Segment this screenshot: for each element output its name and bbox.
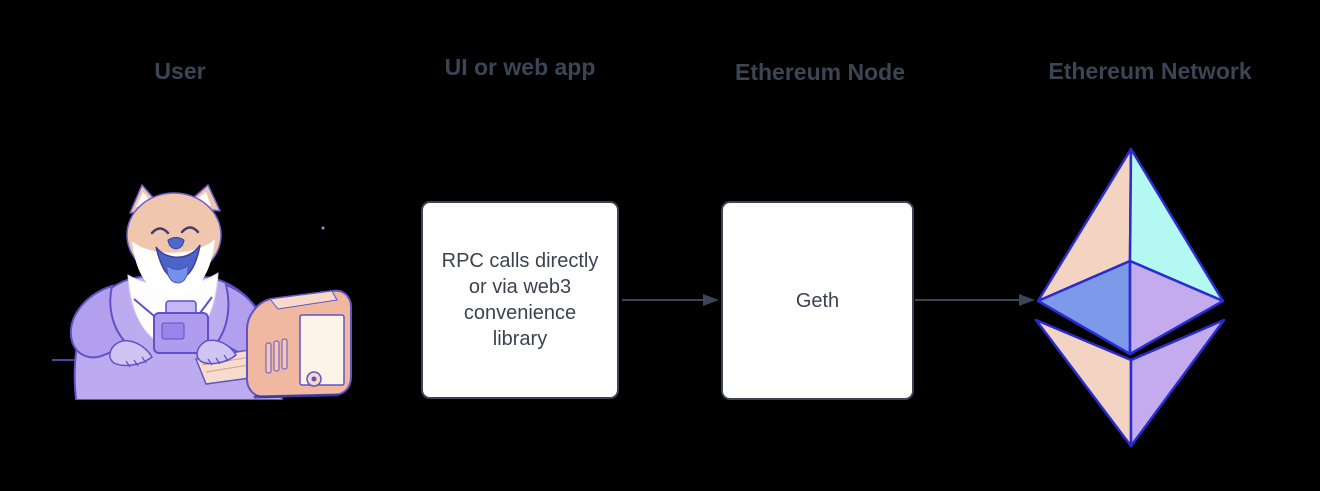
- rpc-box-line: convenience: [463, 302, 577, 324]
- keyboard-illustration: [194, 347, 274, 385]
- doge-hands: [109, 339, 237, 368]
- rpc-box-line: library: [492, 328, 548, 350]
- doge-nose: [167, 237, 185, 250]
- doge-tongue: [166, 263, 189, 284]
- arrow-rpc-to-geth: [622, 294, 719, 306]
- sparkle-dot: [321, 226, 325, 230]
- rpc-box-line: RPC calls directly: [441, 250, 599, 272]
- doge-eyes: [150, 226, 200, 235]
- column-label-user: User: [154, 58, 206, 84]
- column-label-ui-or-web-app: UI or web app: [444, 54, 596, 80]
- geth-box-label: Geth: [795, 289, 840, 312]
- column-label-ethereum-node: Ethereum Node: [735, 59, 905, 85]
- node-geth-box: Geth: [721, 201, 914, 400]
- doge-user-illustration: [52, 184, 352, 400]
- doge-spacesuit: [69, 272, 284, 400]
- doge-head: [126, 184, 222, 295]
- arrow-geth-to-network: [915, 294, 1035, 306]
- rpc-box-line: or via web3: [468, 276, 572, 298]
- node-rpc-box: RPC calls directly or via web3 convenien…: [421, 201, 619, 399]
- column-label-ethereum-network: Ethereum Network: [1048, 58, 1252, 84]
- retro-computer-illustration: [246, 289, 352, 399]
- ethereum-logo-icon: [1034, 147, 1226, 448]
- doge-mouth: [155, 244, 201, 280]
